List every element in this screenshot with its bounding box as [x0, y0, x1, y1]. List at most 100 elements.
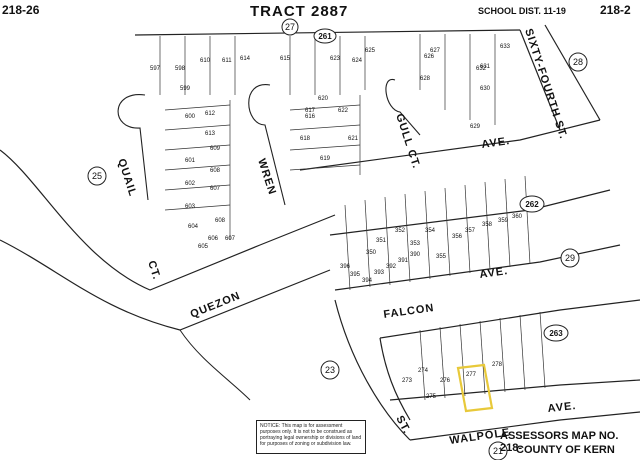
page-number-left: 218-26 — [2, 3, 40, 17]
lot-number: 630 — [480, 86, 491, 92]
lot-number: 609 — [210, 146, 221, 152]
page-number-right: 218-2 — [600, 3, 631, 17]
highlighted-parcel[interactable] — [456, 363, 494, 413]
street-label-ave-upper: AVE. — [481, 135, 511, 151]
lot-number: 632 — [476, 66, 487, 72]
lot-number: 597 — [150, 66, 161, 72]
lot-number: 607 — [210, 186, 221, 192]
lot-number: 618 — [300, 136, 311, 142]
road-edge-st-right — [379, 337, 411, 421]
lot-number: 628 — [420, 76, 431, 82]
wren-cul-de-sac — [248, 84, 286, 206]
lot-number: 613 — [205, 131, 216, 137]
road-edge-ave-upper — [299, 119, 601, 171]
road-edge-falcon-top — [334, 244, 621, 291]
circle-29: 29 — [565, 253, 575, 263]
lot-number: 603 — [185, 204, 196, 210]
lot-number: 353 — [410, 241, 421, 247]
road-edge-quail-left — [0, 149, 336, 291]
lot-number: 627 — [430, 48, 441, 54]
assessor-map-title: ASSESSORS MAP NO. 218- — [500, 430, 619, 454]
circle-23: 23 — [325, 365, 335, 375]
school-district: SCHOOL DIST. 11-19 — [478, 6, 566, 16]
lot-number: 631 — [480, 64, 491, 70]
lot-number: 621 — [348, 136, 359, 142]
road-edge-st-left — [334, 299, 411, 441]
lot-lines-lower — [344, 175, 546, 401]
lot-number: 357 — [465, 228, 476, 234]
road-edge-walpole-bottom — [409, 411, 640, 441]
lot-number-labels: 597 598 610 611 612 613 614 615 616 617 … — [150, 44, 523, 400]
lot-number: 358 — [482, 222, 493, 228]
lot-number: 610 — [200, 58, 211, 64]
lot-number: 351 — [376, 238, 387, 244]
road-edge-quezon-lower — [179, 329, 251, 401]
lot-number: 274 — [418, 368, 429, 374]
quail-cul-de-sac — [117, 94, 149, 201]
lot-number: 617 — [305, 108, 316, 114]
lot-number: 611 — [222, 58, 232, 64]
circle-262: 262 — [525, 200, 539, 209]
lot-number: 605 — [198, 244, 209, 250]
lot-number: 614 — [240, 56, 251, 62]
lot-number: 601 — [185, 158, 196, 164]
lot-number: 615 — [280, 56, 291, 62]
street-label-quail-ct: CT. — [145, 259, 162, 281]
street-label-gull-ct: GULL CT. — [393, 112, 422, 170]
road-edge-64th-left — [519, 29, 561, 131]
road-edge-walpole-top — [389, 379, 640, 401]
street-label-falcon: FALCON — [383, 302, 435, 321]
lot-number: 607 — [225, 236, 236, 242]
lot-number: 276 — [440, 378, 451, 384]
street-label-sixty-fourth: SIXTY-FOURTH ST. — [522, 27, 569, 141]
circle-25: 25 — [92, 171, 102, 181]
lot-number: 391 — [398, 258, 409, 264]
lot-number: 356 — [452, 234, 463, 240]
county-name: COUNTY OF KERN — [516, 444, 615, 456]
lot-number: 608 — [215, 218, 226, 224]
lot-number: 360 — [512, 214, 523, 220]
road-edge-quezon — [0, 239, 331, 331]
lot-number: 394 — [362, 278, 373, 284]
lot-number: 277 — [466, 372, 477, 378]
lot-number: 354 — [425, 228, 436, 234]
lot-number: 622 — [338, 108, 349, 114]
assessment-notice: NOTICE: This map is for assessment purpo… — [256, 420, 366, 454]
lot-number: 598 — [175, 66, 186, 72]
circle-28: 28 — [573, 57, 583, 67]
lot-number: 629 — [470, 124, 481, 130]
lot-number: 626 — [424, 54, 435, 60]
lot-number: 275 — [426, 394, 437, 400]
tract-title: TRACT 2887 — [250, 3, 348, 20]
lot-number: 616 — [305, 114, 316, 120]
circle-27: 27 — [285, 22, 295, 32]
street-label-walpole-ave: AVE. — [547, 400, 577, 415]
lot-number: 395 — [350, 272, 361, 278]
lot-number: 359 — [498, 218, 509, 224]
lot-number: 352 — [395, 228, 406, 234]
lot-number: 350 — [366, 250, 377, 256]
street-label-quail: QUAIL — [115, 157, 139, 198]
street-label-ave-middle: AVE. — [479, 265, 509, 281]
lot-number: 624 — [352, 58, 363, 64]
lot-lines-upper — [159, 34, 496, 240]
gull-cul-de-sac — [385, 79, 421, 136]
road-edge-64th-right — [544, 24, 601, 121]
circle-263: 263 — [549, 329, 563, 338]
lot-number: 633 — [500, 44, 511, 50]
lot-number: 390 — [410, 252, 421, 258]
lot-number: 608 — [210, 168, 221, 174]
lot-number: 273 — [402, 378, 413, 384]
circled-block-numbers: 27 25 28 29 23 21 262 263 261 — [87, 18, 588, 461]
lot-number: 620 — [318, 96, 329, 102]
lot-number: 599 — [180, 86, 191, 92]
lot-number: 604 — [188, 224, 199, 230]
lot-number: 625 — [365, 48, 376, 54]
circle-261: 261 — [318, 32, 332, 41]
lot-number: 600 — [185, 114, 196, 120]
lot-number: 612 — [205, 111, 216, 117]
lot-number: 355 — [436, 254, 447, 260]
lot-number: 623 — [330, 56, 341, 62]
